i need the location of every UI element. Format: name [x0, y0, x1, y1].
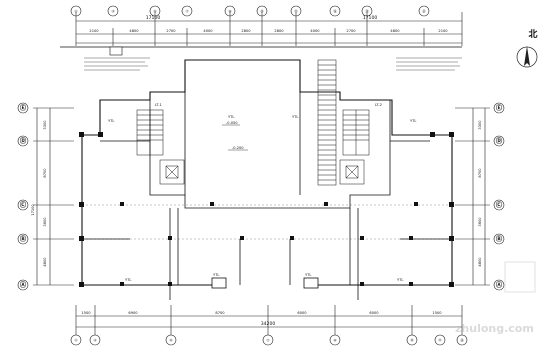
room-tag: YTL [292, 115, 298, 119]
axis-bottom-label: ⑪ [438, 338, 442, 343]
stair-right [339, 109, 370, 185]
room-tag: YTL [305, 273, 311, 277]
dim-top-seg: 2100 [89, 29, 99, 33]
room-tag: YTL [397, 278, 403, 282]
top-axis-bubbles [70, 5, 430, 17]
axis-right-label: Ⓔ [496, 104, 502, 112]
level-label: -0.050 [226, 121, 238, 125]
right-dimension-chain [455, 102, 505, 291]
dim-top-seg: 4000 [310, 29, 320, 33]
stair-tag: LT-2 [375, 103, 382, 107]
axis-bottom-label: ⑧ [333, 339, 337, 343]
axis-right-label: Ⓑ [496, 235, 502, 243]
room-tag: YTL [213, 273, 219, 277]
dim-bottom-overall: 34200 [261, 321, 276, 327]
top-dimension-chain [75, 12, 463, 46]
dim-top-seg: 2700 [166, 29, 176, 33]
dim-left-seg: 8700 [43, 168, 47, 178]
top-dim-text: 17100 17100 2100 4800 2700 4000 2800 280… [89, 15, 448, 33]
dim-bottom-seg: 6000 [297, 311, 307, 315]
dim-left-seg: 4800 [43, 257, 47, 267]
axis-bottom-label: ⑦ [266, 339, 269, 343]
dim-top-overall-left: 17100 [146, 15, 161, 21]
dim-right-seg: 8700 [478, 168, 482, 178]
axis-left-label: Ⓓ [20, 137, 26, 145]
stair-tag: LT-1 [155, 103, 162, 107]
axis-top-label: ① [74, 10, 77, 14]
left-dimension-chain [17, 102, 74, 291]
dim-bottom-seg: 1500 [81, 311, 91, 315]
axis-top-label: ⑮ [333, 9, 337, 14]
bottom-dimension-chain [70, 305, 468, 346]
dim-bottom-seg: 6000 [369, 311, 379, 315]
bottom-dim-text: 1500 6900 8700 6000 6000 1500 34200 ① ③ … [74, 311, 464, 343]
room-tag: YTL [410, 119, 416, 123]
interior-partitions [82, 92, 452, 300]
top-axis-labels: ① ③ ⑤ ⑦ ⑧ ⑨ ⑪ ⑮ ⑲ ㉑ [74, 9, 426, 14]
watermark: zhulong.com [455, 261, 536, 335]
left-axis-labels: Ⓔ Ⓓ Ⓒ Ⓑ Ⓐ 3300 8700 3600 4800 17100 [20, 104, 47, 289]
axis-bottom-label: ⑨ [410, 339, 414, 343]
axis-left-label: Ⓑ [20, 235, 26, 243]
axis-left-label: Ⓔ [20, 104, 26, 112]
dim-bottom-seg: 8700 [215, 311, 225, 315]
axis-top-label: ⑤ [153, 10, 157, 14]
stair-left [136, 109, 185, 185]
north-label: 北 [528, 28, 537, 40]
axis-top-label: ⑲ [365, 9, 369, 14]
structural-columns [79, 132, 454, 287]
level-label: -0.200 [232, 146, 244, 150]
dim-top-seg: 2800 [274, 29, 284, 33]
dim-left-total: 17100 [31, 204, 35, 216]
axis-top-label: ⑦ [185, 10, 188, 14]
room-tags: YTL YTL YTL YTL YTL YTL YTL YTL [108, 115, 416, 282]
room-tag: YTL [228, 115, 234, 119]
axis-top-label: ⑧ [228, 10, 232, 14]
axis-top-label: ③ [111, 10, 114, 14]
axis-right-label: Ⓓ [496, 137, 502, 145]
dim-left-seg: 3300 [43, 120, 47, 130]
dim-bottom-seg: 6900 [128, 311, 138, 315]
note-lines [84, 57, 462, 71]
right-axis-labels: Ⓔ Ⓓ Ⓒ Ⓑ Ⓐ 3300 8700 3600 4800 [478, 104, 502, 289]
stair-tags: LT-1 LT-2 [155, 103, 382, 107]
axis-top-label: ⑨ [260, 10, 264, 14]
column-grid [82, 204, 452, 240]
axis-right-label: Ⓒ [496, 201, 502, 209]
axis-bottom-label: ③ [93, 339, 96, 343]
dim-top-seg: 4800 [129, 29, 139, 33]
axis-top-label: ㉑ [422, 9, 426, 14]
dim-right-seg: 3300 [478, 120, 482, 130]
north-arrow: 北 [516, 28, 538, 68]
dim-top-seg: 2100 [438, 29, 448, 33]
dim-top-overall-right: 17100 [363, 15, 378, 21]
room-tag: YTL [108, 119, 114, 123]
central-ramp [317, 59, 337, 186]
axis-left-label: Ⓐ [20, 281, 26, 289]
dim-top-seg: 4000 [203, 29, 213, 33]
axis-right-label: Ⓐ [496, 281, 502, 289]
dim-top-seg: 2800 [241, 29, 251, 33]
level-marks: -0.050 -0.200 [222, 121, 248, 151]
axis-left-label: Ⓒ [20, 201, 26, 209]
dim-right-seg: 3600 [478, 217, 482, 227]
watermark-text: zhulong.com [455, 322, 534, 335]
axis-top-label: ⑪ [294, 9, 298, 14]
axis-bottom-label: ⑮ [460, 338, 464, 343]
dim-top-seg: 2700 [346, 29, 356, 33]
exterior-walls [60, 46, 462, 286]
room-tag: YTL [125, 278, 131, 282]
dim-left-seg: 3600 [43, 217, 47, 227]
axis-bottom-label: ① [74, 339, 77, 343]
axis-bottom-label: ⑤ [169, 339, 173, 343]
dim-top-seg: 4800 [390, 29, 400, 33]
dim-right-seg: 4800 [478, 257, 482, 267]
dim-bottom-seg: 1500 [432, 311, 442, 315]
